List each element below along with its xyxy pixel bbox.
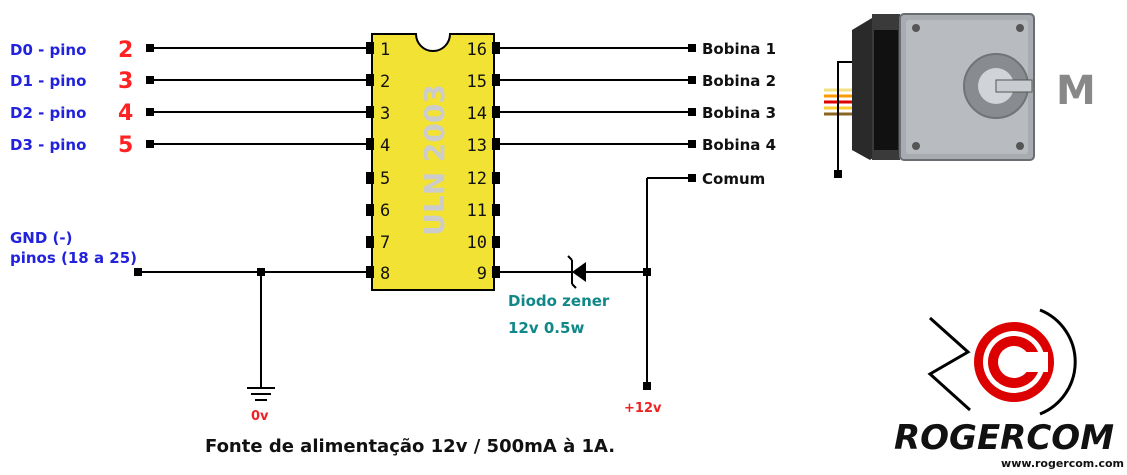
uln2003-chip: 1 2 3 4 5 6 7 8 16 15 14 13 12 11 10 9 U… (366, 33, 500, 291)
chip-name: ULN 2003 (418, 84, 451, 236)
input-pin-d3: 5 (118, 133, 133, 158)
output-bobina-4: Bobina 4 (702, 136, 776, 154)
chip-pin-11: 11 (467, 201, 487, 221)
chip-pin-1: 1 (380, 40, 390, 60)
gnd-pins-label: pinos (18 a 25) (10, 249, 137, 267)
chip-pin-5: 5 (380, 169, 390, 189)
power-supply-caption: Fonte de alimentação 12v / 500mA à 1A. (205, 436, 615, 457)
output-bobina-3: Bobina 3 (702, 104, 776, 122)
chip-pin-15: 15 (467, 72, 487, 92)
gnd-label: GND (-) (10, 229, 72, 247)
chip-pin-4: 4 (380, 136, 390, 156)
chip-pin-7: 7 (380, 233, 390, 253)
chip-pin-8: 8 (380, 264, 390, 284)
gnd-section: GND (-) pinos (18 a 25) 0v (10, 229, 372, 424)
zero-volt-label: 0v (251, 409, 269, 424)
input-pin-d2: 4 (118, 101, 133, 126)
chip-pin-14: 14 (467, 104, 487, 124)
motor-label: M (1056, 68, 1096, 114)
input-label-d3: D3 - pino (10, 136, 86, 154)
stepper-motor-icon (824, 13, 1035, 178)
chip-pin-3: 3 (380, 104, 390, 124)
ground-symbol-icon (247, 387, 275, 401)
logo-emblem-icon (927, 308, 1077, 416)
input-label-d0: D0 - pino (10, 41, 86, 59)
chip-pin-2: 2 (380, 72, 390, 92)
diode-spec: 12v 0.5w (508, 319, 584, 337)
output-bobina-1: Bobina 1 (702, 40, 776, 58)
chip-pin-10: 10 (467, 233, 487, 253)
chip-pin-16: 16 (467, 40, 487, 60)
logo-url: www.rogercom.com (1001, 457, 1124, 470)
input-pin-d1: 3 (118, 69, 133, 94)
output-bobina-2: Bobina 2 (702, 72, 776, 90)
input-wires (146, 44, 372, 148)
plus-12v-label: +12v (624, 401, 662, 416)
chip-pin-9: 9 (477, 264, 487, 284)
input-pin-d0: 2 (118, 38, 133, 63)
output-wires (500, 44, 696, 390)
rogercom-logo: ROGERCOM www.rogercom.com (894, 308, 1124, 470)
logo-brand: ROGERCOM (894, 418, 1114, 458)
chip-pin-12: 12 (467, 169, 487, 189)
chip-pin-6: 6 (380, 201, 390, 221)
output-comum: Comum (702, 170, 765, 188)
input-label-d1: D1 - pino (10, 72, 86, 90)
input-labels: D0 - pino 2 D1 - pino 3 D2 - pino 4 D3 -… (10, 38, 133, 158)
input-label-d2: D2 - pino (10, 104, 86, 122)
chip-pin-13: 13 (467, 136, 487, 156)
diode-label: Diodo zener (508, 292, 610, 310)
zener-diode-icon (567, 255, 586, 289)
